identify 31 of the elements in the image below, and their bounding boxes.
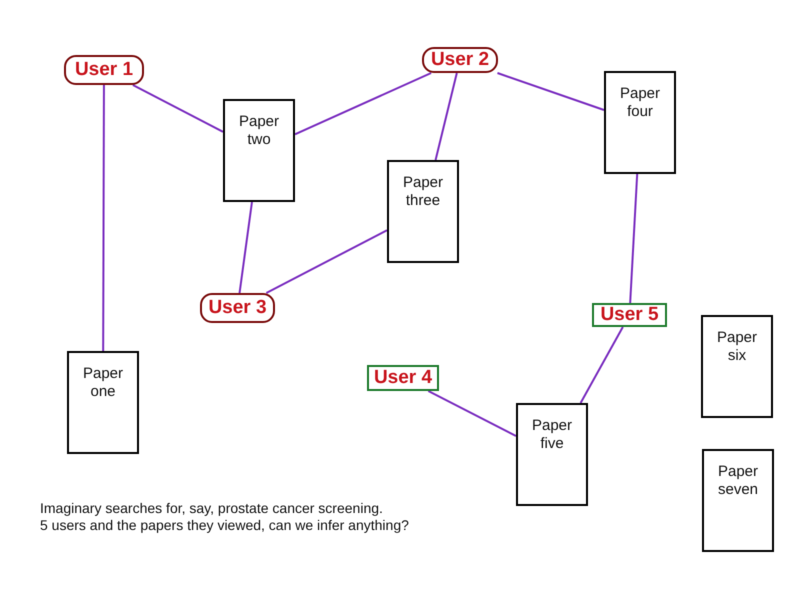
- connector-line: [238, 202, 253, 294]
- note-text: 5 users and the papers they viewed, can we infer anything?: [40, 517, 409, 533]
- user-label: User 3: [200, 293, 275, 323]
- paper-title: Paper seven: [716, 463, 760, 499]
- user-label: User 1: [64, 55, 144, 85]
- paper-box: [516, 403, 588, 506]
- connector-line: [294, 72, 432, 136]
- user-label: User 5: [592, 303, 667, 327]
- paper-title: Paper four: [618, 85, 662, 121]
- connector-line: [629, 174, 638, 304]
- connector-line: [132, 84, 224, 133]
- paper-box: [702, 449, 774, 552]
- connector-line: [434, 72, 458, 160]
- note-text: Imaginary searches for, say, prostate cancer screening.: [40, 500, 383, 516]
- paper-box: [701, 315, 773, 418]
- paper-title: Paper two: [238, 113, 280, 149]
- paper-box: [67, 351, 139, 454]
- connector-line: [266, 229, 388, 294]
- paper-title: Paper six: [716, 329, 758, 365]
- connector-line: [580, 326, 624, 404]
- paper-box: [604, 71, 676, 174]
- paper-box: [223, 99, 295, 202]
- paper-box: [387, 160, 459, 263]
- user-label: User 4: [367, 365, 439, 391]
- connector-line: [497, 72, 604, 111]
- paper-title: Paper three: [402, 174, 444, 210]
- connector-line: [102, 85, 105, 351]
- user-label: User 2: [422, 47, 498, 73]
- paper-title: Paper one: [82, 365, 124, 401]
- paper-title: Paper five: [530, 417, 574, 453]
- connector-line: [428, 390, 516, 437]
